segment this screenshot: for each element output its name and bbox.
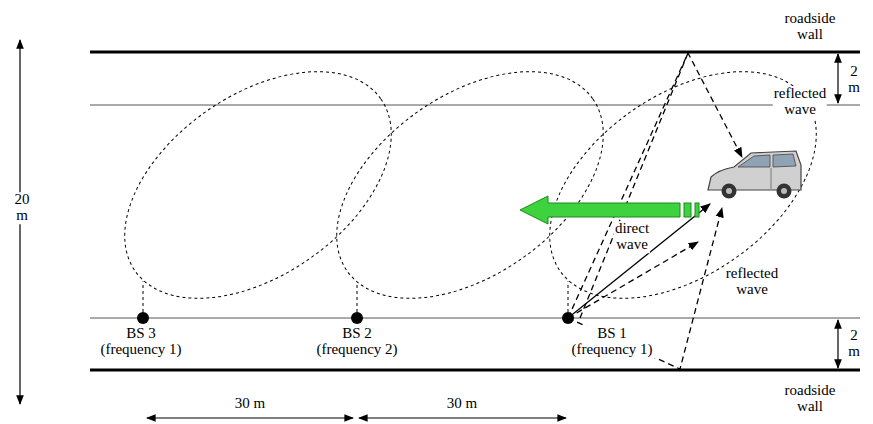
dimension-label: 30 m bbox=[234, 396, 266, 412]
base-station: BS 1 (frequency 1) bbox=[562, 312, 574, 324]
roadside-wall bbox=[90, 51, 860, 54]
annotation: roadside wall bbox=[784, 383, 837, 415]
roadside-wall bbox=[90, 369, 860, 372]
station-label: BS 3 (frequency 1) bbox=[93, 326, 189, 358]
annotation: direct wave bbox=[614, 221, 650, 253]
direct-wave-ray bbox=[568, 204, 710, 318]
reflected-wave-ray bbox=[580, 53, 688, 318]
coverage-area bbox=[296, 25, 645, 345]
lane-edge bbox=[90, 105, 860, 106]
station-label: BS 2 (frequency 2) bbox=[309, 326, 405, 358]
annotation: 2 m bbox=[847, 64, 861, 96]
dimension-arrow bbox=[837, 54, 838, 103]
coverage-area bbox=[509, 25, 858, 345]
motion-arrow bbox=[520, 196, 699, 224]
annotation: roadside wall bbox=[784, 11, 837, 43]
dimension-arrow bbox=[147, 417, 353, 418]
annotation: 20 m bbox=[14, 192, 31, 224]
station-label: BS 1 (frequency 1) bbox=[564, 326, 660, 358]
annotation: 2 m bbox=[847, 328, 861, 360]
annotation: reflected wave bbox=[773, 86, 827, 118]
reflected-wave-ray bbox=[568, 242, 698, 318]
base-station: BS 3 (frequency 1) bbox=[137, 312, 149, 324]
dimension-arrow bbox=[837, 320, 838, 368]
lane-edge bbox=[90, 318, 860, 319]
annotation: reflected wave bbox=[725, 266, 779, 298]
dimension-label: 30 m bbox=[446, 396, 478, 412]
base-station: BS 2 (frequency 2) bbox=[351, 312, 363, 324]
coverage-area bbox=[84, 25, 433, 345]
car bbox=[708, 151, 801, 199]
dimension-arrow bbox=[359, 417, 566, 418]
